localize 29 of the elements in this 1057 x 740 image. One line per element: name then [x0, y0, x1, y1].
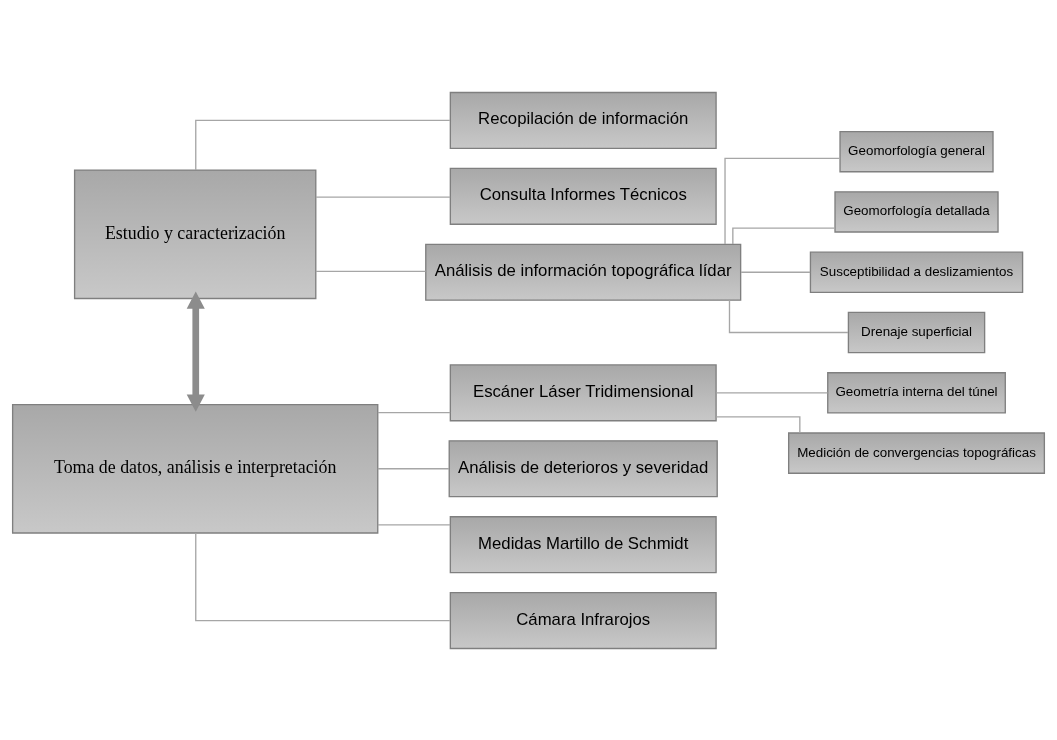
node-box: Medición de convergencias topográficas — [788, 431, 1046, 474]
connector — [740, 271, 811, 273]
node-box: Geomorfología general — [839, 130, 994, 172]
node-box: Toma de datos, análisis e interpretación — [11, 403, 379, 534]
connector — [377, 467, 450, 469]
node-box: Cámara Infrarojos — [449, 591, 717, 649]
node-box: Drenaje superficial — [847, 311, 986, 353]
connector — [195, 532, 451, 621]
node-box: Medidas Martillo de Schmidt — [449, 515, 717, 573]
node-box: Análisis de información topográfica lídar — [425, 243, 742, 301]
node-box: Escáner Láser Tridimensional — [449, 363, 717, 421]
connector — [195, 119, 451, 171]
node-box: Susceptibilidad a deslizamientos — [809, 250, 1024, 293]
connector — [377, 523, 451, 526]
connector — [724, 157, 841, 245]
connector — [315, 270, 427, 272]
connector — [732, 226, 836, 245]
connector — [715, 391, 829, 393]
connector — [315, 196, 451, 198]
connector — [715, 415, 801, 434]
arrow — [186, 290, 205, 412]
connector — [377, 411, 451, 413]
node-box: Recopilación de información — [449, 91, 717, 149]
node-box: Análisis de deterioros y severidad — [448, 439, 718, 497]
node-box: Estudio y caracterización — [73, 168, 317, 299]
node-box: Geometría interna del túnel — [827, 371, 1006, 414]
connector — [728, 299, 849, 333]
node-box: Geomorfología detallada — [834, 190, 999, 233]
node-box: Consulta Informes Técnicos — [449, 167, 717, 225]
